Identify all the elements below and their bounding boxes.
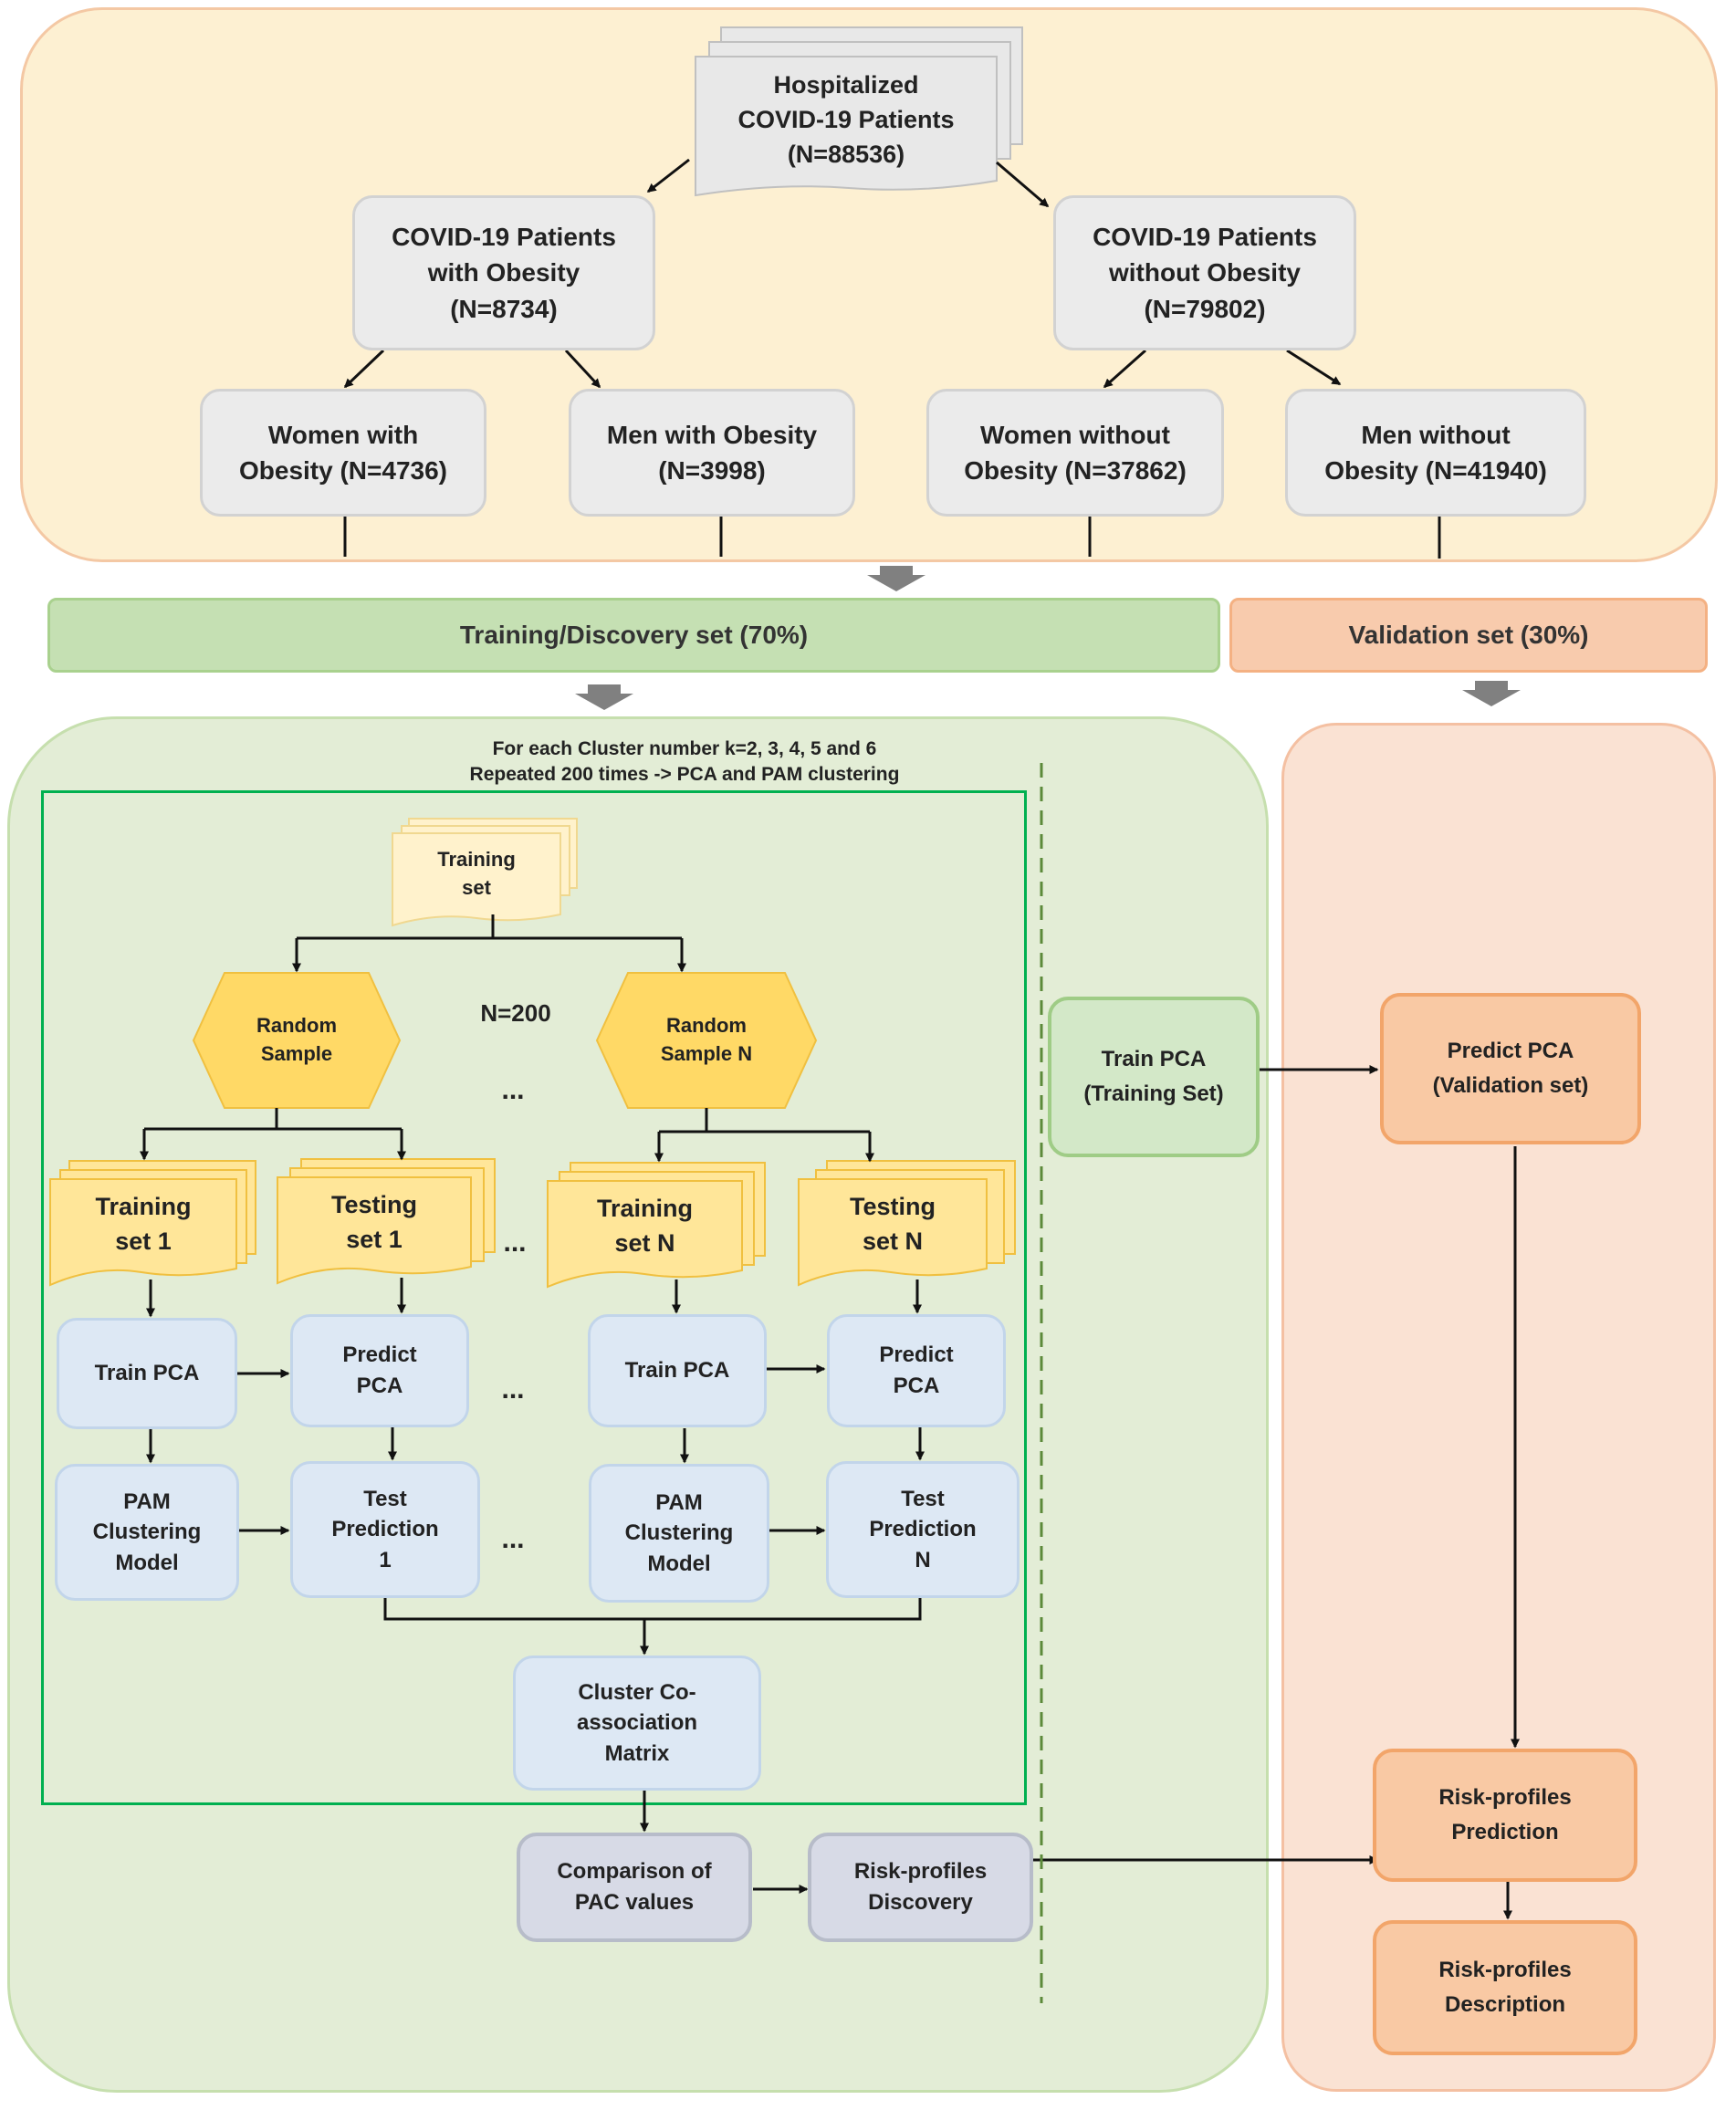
comparison-pac-node: Comparison of PAC values: [517, 1833, 752, 1942]
risk-description-node: Risk-profiles Description: [1373, 1920, 1637, 2055]
women-with-obesity-node: Women with Obesity (N=4736): [200, 389, 486, 517]
testing-set-1-stack: [277, 1158, 496, 1285]
training-set-1-stack: [49, 1160, 256, 1287]
loop-caption: For each Cluster number k=2, 3, 4, 5 and…: [469, 737, 900, 785]
training-set-label: Training set: [437, 848, 516, 899]
random-sample-n-label: Random Sample N: [660, 1014, 753, 1065]
training-set-n-label: Training set N: [596, 1195, 693, 1257]
with-obesity-node: COVID-19 Patients with Obesity (N=8734): [352, 195, 655, 350]
pam-model-n-node: PAM Clustering Model: [589, 1464, 769, 1603]
risk-prediction-node: Risk-profiles Prediction: [1373, 1749, 1637, 1882]
ellipsis-1: ...: [501, 1075, 525, 1105]
ellipsis-3: ...: [501, 1374, 525, 1405]
risk-discovery-node: Risk-profiles Discovery: [808, 1833, 1033, 1942]
repetition-loop-frame: [41, 790, 1027, 1805]
train-pca-n-node: Train PCA: [588, 1314, 767, 1427]
train-pca-1-node: Train PCA: [57, 1318, 237, 1429]
validation-label: Validation set (30%): [1348, 621, 1589, 649]
root-document-stack: [695, 26, 1023, 197]
block-arrows: [575, 566, 1521, 710]
coassociation-matrix-node: Cluster Co- association Matrix: [513, 1656, 761, 1791]
random-sample-hexagon: [192, 972, 402, 1109]
testing-set-1-label: Testing set 1: [331, 1191, 417, 1253]
ellipsis-4: ...: [501, 1524, 525, 1554]
training-discovery-label: Training/Discovery set (70%): [459, 621, 809, 649]
without-obesity-node: COVID-19 Patients without Obesity (N=798…: [1053, 195, 1356, 350]
training-set-n-stack: [547, 1162, 766, 1289]
root-population-label: Hospitalized COVID-19 Patients (N=88536): [737, 71, 955, 168]
women-without-obesity-node: Women without Obesity (N=37862): [926, 389, 1224, 517]
pam-model-1-node: PAM Clustering Model: [55, 1464, 239, 1601]
n-200-label: N=200: [480, 998, 551, 1027]
validation-panel: [1281, 723, 1716, 2092]
predict-pca-n-node: Predict PCA: [827, 1314, 1006, 1427]
train-pca-training-set-node: Train PCA (Training Set): [1048, 997, 1260, 1157]
validation-bar: Validation set (30%): [1229, 598, 1708, 673]
men-without-obesity-node: Men without Obesity (N=41940): [1285, 389, 1586, 517]
random-sample-n-hexagon: [595, 972, 818, 1109]
random-sample-label: Random Sample: [256, 1014, 337, 1065]
training-set-1-label: Training set 1: [95, 1193, 192, 1255]
men-with-obesity-node: Men with Obesity (N=3998): [569, 389, 855, 517]
ellipsis-2: ...: [503, 1227, 527, 1258]
predict-pca-validation-node: Predict PCA (Validation set): [1380, 993, 1641, 1144]
test-prediction-n-node: Test Prediction N: [826, 1461, 1020, 1598]
predict-pca-1-node: Predict PCA: [290, 1314, 469, 1427]
test-prediction-1-node: Test Prediction 1: [290, 1461, 480, 1598]
testing-set-n-stack: [798, 1160, 1016, 1287]
training-set-document: [392, 818, 578, 927]
testing-set-n-label: Testing set N: [850, 1193, 936, 1255]
training-discovery-bar: Training/Discovery set (70%): [47, 598, 1220, 673]
